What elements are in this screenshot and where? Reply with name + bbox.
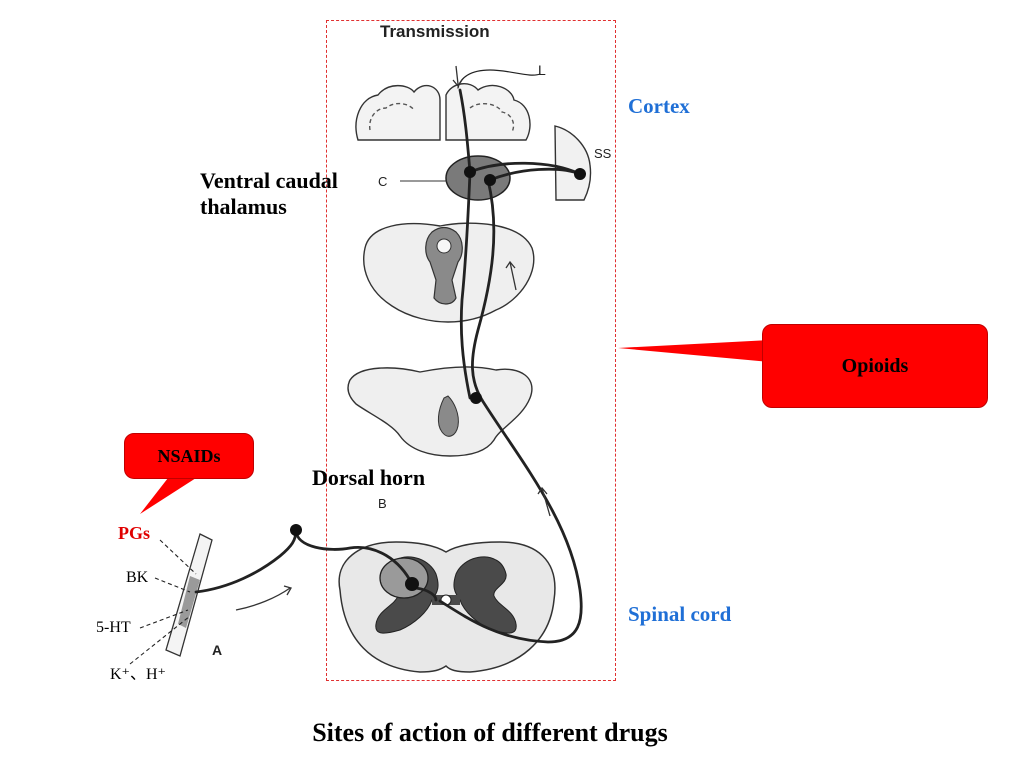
somatosensory-cortex-drawing <box>554 125 592 201</box>
letter-ss: SS <box>594 146 612 161</box>
neuron-dots <box>290 166 586 591</box>
thalamus-label-line2: thalamus <box>200 194 287 219</box>
thalamus-label-line1: Ventral caudal <box>200 168 338 193</box>
dorsal-horn-label: Dorsal horn <box>312 465 426 490</box>
transmission-header: Transmission <box>380 22 490 41</box>
opioids-callout: Opioids <box>762 324 988 408</box>
skin-strip <box>165 533 213 657</box>
nsaids-pointer <box>140 478 196 514</box>
letter-c: C <box>378 174 388 189</box>
opioids-pointer <box>618 340 770 362</box>
pgs-label: PGs <box>118 523 151 543</box>
thalamus-nucleus <box>445 155 511 201</box>
nsaids-callout: NSAIDs <box>124 433 254 479</box>
serotonin-label: 5-HT <box>96 619 131 636</box>
letter-b: B <box>378 496 387 511</box>
mediator-arrows <box>129 539 197 665</box>
cortex-drawing <box>355 83 531 141</box>
figure-caption: Sites of action of different drugs <box>312 718 668 747</box>
midbrain-section <box>363 222 535 323</box>
cortex-label: Cortex <box>628 94 690 118</box>
pathway-lines <box>194 69 583 644</box>
transmission-frame <box>326 20 616 681</box>
ions-label: K⁺、H⁺ <box>110 666 167 683</box>
letter-a: A <box>212 642 223 658</box>
spinal-cord-label: Spinal cord <box>628 602 732 626</box>
bk-label: BK <box>126 569 149 586</box>
thalamus-label: Ventral caudal thalamus <box>200 168 338 220</box>
direction-arrows <box>235 65 551 611</box>
medulla-section <box>347 366 533 457</box>
letter-l: L <box>538 62 546 78</box>
